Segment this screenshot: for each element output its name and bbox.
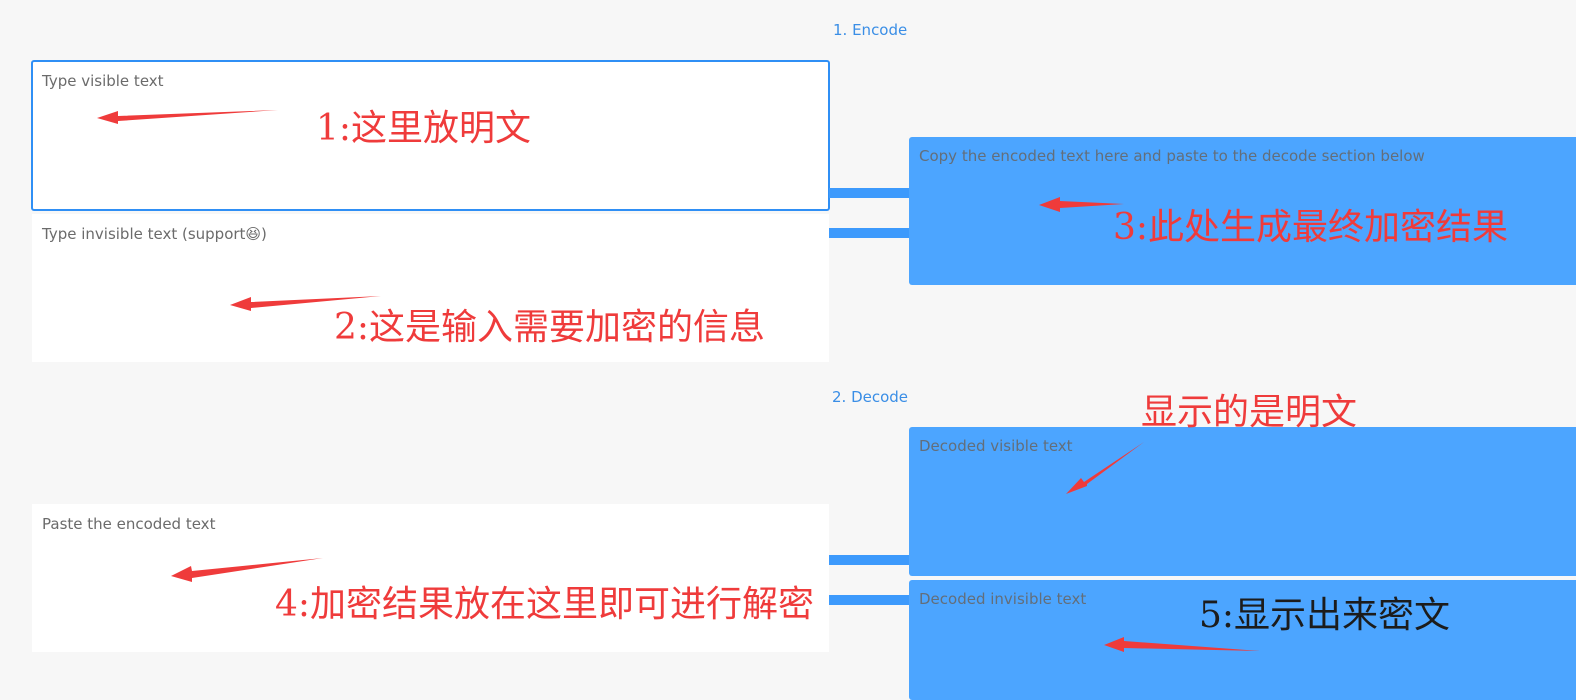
encoded-output-box[interactable]: Copy the encoded text here and paste to … — [909, 137, 1576, 285]
encode-connector-bottom — [829, 228, 910, 238]
annotation-5: 5:显示出来密文 — [1199, 595, 1451, 636]
decoded-visible-placeholder: Decoded visible text — [919, 437, 1073, 455]
annotation-3: 3:此处生成最终加密结果 — [1113, 207, 1509, 248]
encode-connector-top — [829, 188, 910, 198]
invisible-text-input[interactable] — [32, 214, 829, 362]
visible-text-input[interactable] — [31, 60, 830, 211]
encoded-output-placeholder: Copy the encoded text here and paste to … — [919, 147, 1425, 165]
annotation-2: 2:这是输入需要加密的信息 — [334, 307, 766, 348]
annotation-4: 4:加密结果放在这里即可进行解密 — [275, 584, 815, 625]
decode-connector-top — [829, 555, 910, 565]
annotation-1: 1:这里放明文 — [316, 108, 532, 149]
encoded-text-input[interactable] — [32, 504, 829, 652]
annotation-6: 显示的是明文 — [1141, 392, 1358, 433]
encode-section-label: 1. Encode — [833, 21, 908, 39]
decode-connector-bottom — [829, 595, 910, 605]
decoded-visible-output[interactable]: Decoded visible text — [909, 427, 1576, 576]
decoded-invisible-placeholder: Decoded invisible text — [919, 590, 1087, 608]
decode-section-label: 2. Decode — [832, 388, 909, 406]
